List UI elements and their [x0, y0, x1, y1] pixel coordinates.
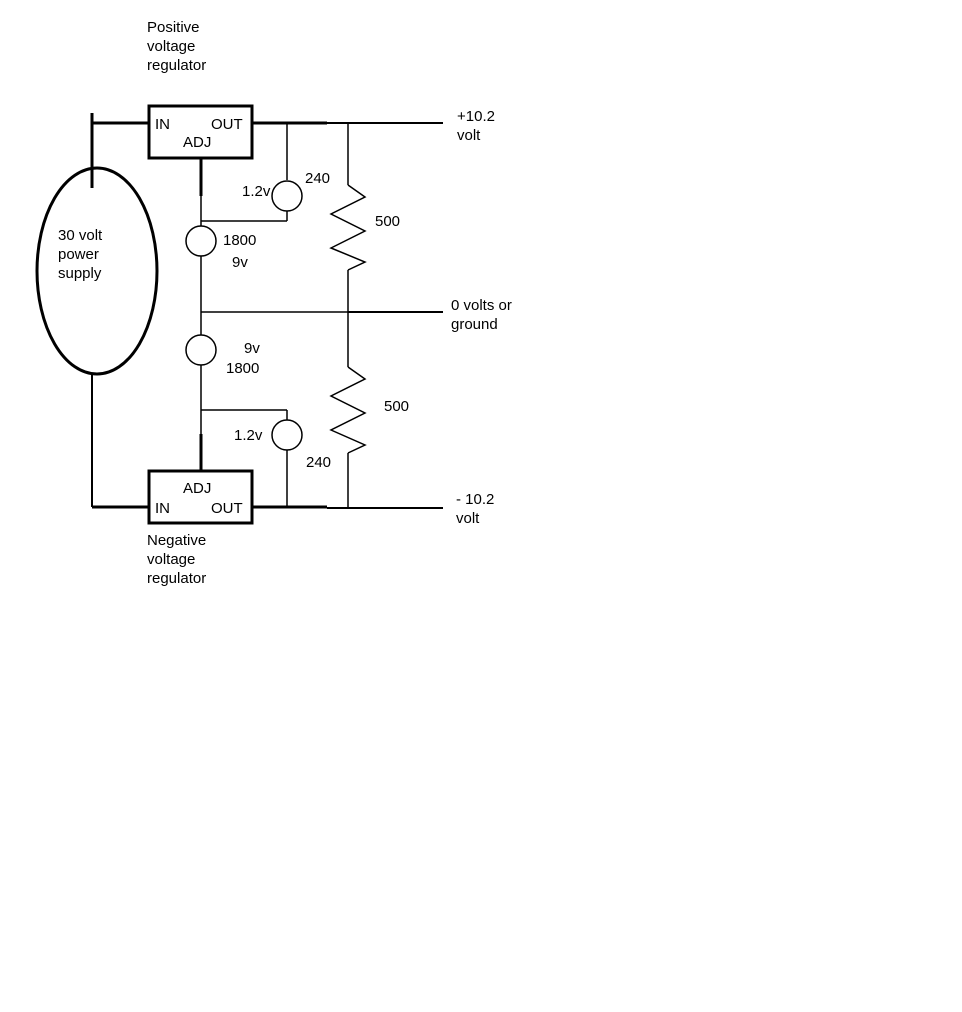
neg-out-label: OUT: [211, 500, 243, 517]
bottom-500-label: 500: [384, 398, 410, 415]
top-240-resistor: [271, 180, 303, 212]
top-500-label: 500: [375, 213, 401, 230]
negative-regulator-title: Negative voltage regulator: [147, 532, 207, 587]
pos-adj-label: ADJ: [183, 134, 212, 151]
bottom-1800-resistor: [185, 334, 217, 366]
bottom-240-resistor: [271, 419, 303, 451]
bottom-240-label: 240: [306, 454, 332, 471]
top-1-2v-label: 1.2v: [242, 183, 271, 200]
top-240-label: 240: [305, 170, 331, 187]
neg-in-label: IN: [155, 500, 170, 517]
output-ground-label: 0 volts or ground: [451, 297, 512, 333]
top-9v-label: 9v: [232, 254, 248, 271]
pos-in-label: IN: [155, 116, 170, 133]
power-supply-ellipse: [35, 166, 159, 376]
positive-regulator-title: Positive voltage regulator: [147, 19, 207, 74]
top-1800-resistor: [185, 225, 217, 257]
top-1800-label: 1800: [223, 232, 257, 249]
output-positive-label: +10.2 volt: [457, 108, 495, 144]
neg-adj-label: ADJ: [183, 480, 212, 497]
bottom-1-2v-label: 1.2v: [234, 427, 263, 444]
output-negative-label: - 10.2 volt: [456, 491, 495, 527]
bottom-500-resistor: [329, 366, 367, 454]
top-500-resistor: [329, 184, 367, 271]
negative-regulator-box: [147, 469, 254, 525]
bottom-1800-label: 1800: [226, 360, 260, 377]
pos-out-label: OUT: [211, 116, 243, 133]
bottom-9v-label: 9v: [244, 340, 260, 357]
power-supply-label: 30 volt power supply: [58, 227, 103, 282]
